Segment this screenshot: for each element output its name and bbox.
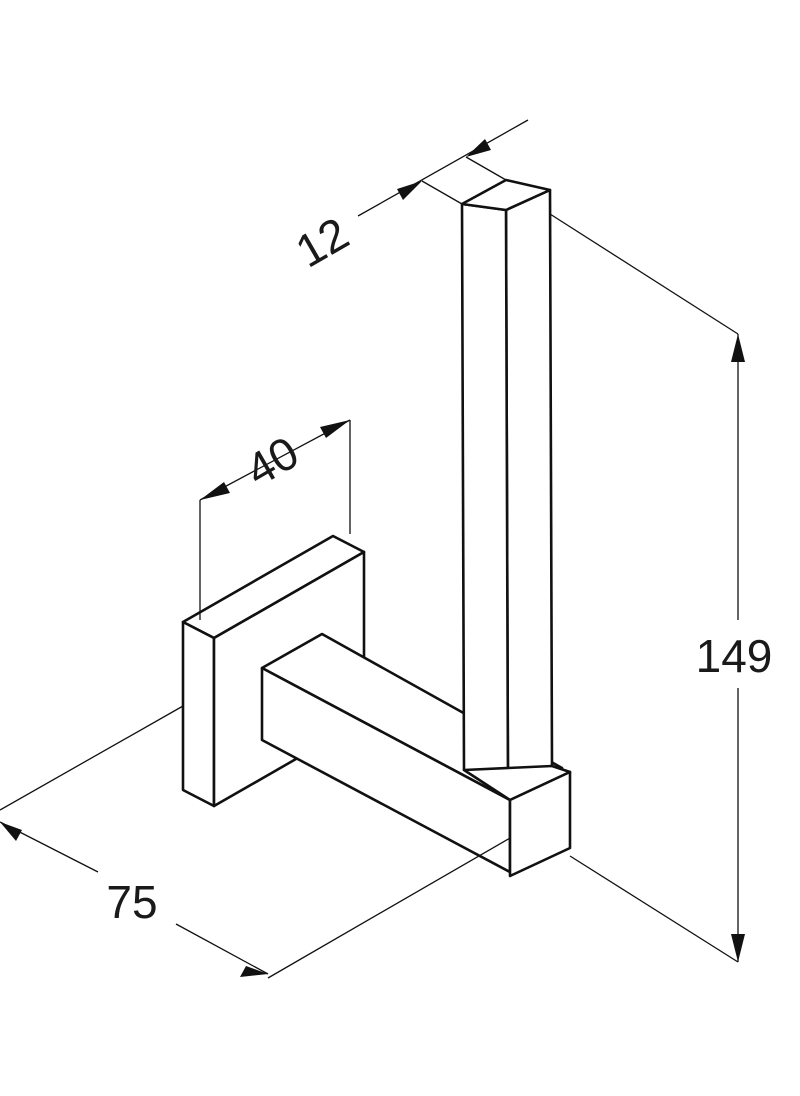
dimension-label-12: 12 bbox=[287, 207, 357, 278]
post-top-face bbox=[460, 178, 552, 212]
dimension-line bbox=[357, 119, 529, 217]
end-block-front-face bbox=[508, 770, 572, 878]
extension-line bbox=[0, 705, 184, 811]
dimension-75: 75 bbox=[0, 705, 511, 979]
extension-line bbox=[569, 855, 739, 963]
wall-plate-front-face bbox=[181, 620, 216, 808]
extension-line bbox=[267, 837, 511, 979]
arrowhead bbox=[466, 139, 491, 157]
extension-line bbox=[421, 180, 463, 205]
dimension-label-75: 75 bbox=[106, 876, 157, 928]
arrowhead bbox=[731, 934, 745, 962]
extension-line bbox=[549, 213, 739, 335]
post-right-face bbox=[504, 188, 554, 792]
arrowhead bbox=[397, 181, 422, 200]
post-front-face bbox=[460, 202, 510, 792]
dimension-label-149: 149 bbox=[696, 630, 773, 682]
extension-line bbox=[465, 156, 507, 181]
dimension-149: 149 bbox=[549, 213, 773, 963]
vertical-post bbox=[460, 178, 554, 792]
dimension-label-40: 40 bbox=[237, 426, 307, 497]
arrowhead bbox=[200, 482, 230, 500]
arrowhead bbox=[240, 966, 268, 977]
dimension-line bbox=[175, 923, 269, 975]
arrowhead bbox=[320, 420, 350, 438]
arrowhead bbox=[0, 822, 22, 841]
arrowhead bbox=[731, 334, 745, 362]
end-block bbox=[462, 764, 572, 878]
